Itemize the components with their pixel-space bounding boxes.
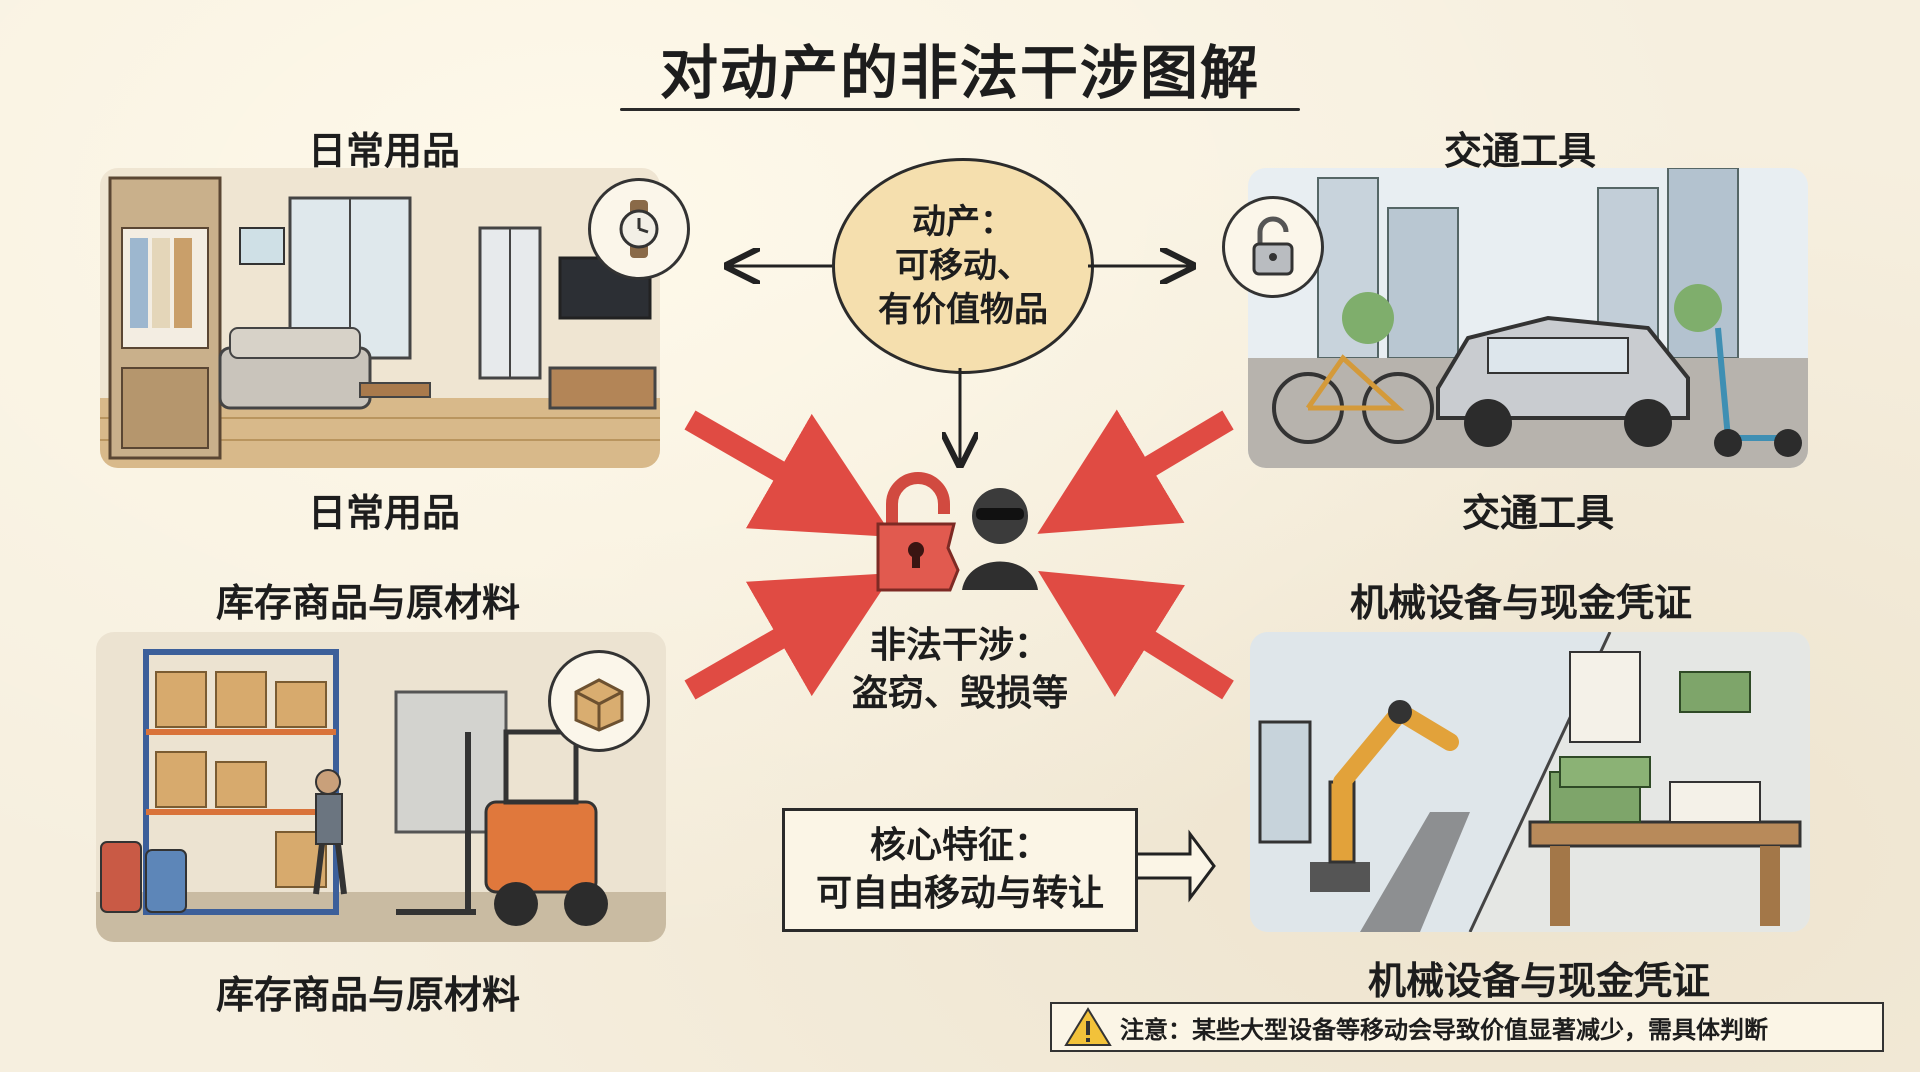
label-daily-bottom: 日常用品 xyxy=(308,491,461,535)
red-arrow-daily xyxy=(684,410,894,537)
label-daily-top: 日常用品 xyxy=(308,129,461,173)
package-bubble xyxy=(548,650,650,752)
illegal-interference-text: 非法干涉： 盗窃、毁损等 xyxy=(820,622,1100,718)
red-arrow-inventory xyxy=(684,573,894,700)
label-machinery-top: 机械设备与现金凭证 xyxy=(1350,581,1693,625)
label-inventory-top: 库存商品与原材料 xyxy=(216,581,521,625)
scene-street xyxy=(1248,168,1808,468)
warning-text: 注意：某些大型设备等移动会导致价值显著减少，需具体判断 xyxy=(1120,1015,1768,1044)
watch-icon xyxy=(619,200,659,258)
unlocked-padlock-bubble xyxy=(1222,196,1324,298)
package-box-icon xyxy=(574,678,624,732)
definition-line-3: 有价值物品 xyxy=(878,290,1048,330)
red-arrow-vehicles xyxy=(1037,409,1234,534)
label-vehicles-top: 交通工具 xyxy=(1444,129,1597,173)
broken-padlock-icon xyxy=(876,472,960,592)
scene-living-room xyxy=(100,168,660,468)
core-feature-arrow xyxy=(1134,829,1216,903)
core-feature-line-1: 核心特征： xyxy=(869,825,1050,866)
warning-note: 注意：某些大型设备等移动会导致价值显著减少，需具体判断 xyxy=(1050,1002,1884,1052)
watch-bubble xyxy=(588,178,690,280)
masked-thief-icon xyxy=(962,488,1038,590)
interference-line-2: 盗窃、毁损等 xyxy=(851,673,1068,714)
label-inventory-bottom: 库存商品与原材料 xyxy=(216,973,521,1017)
page-title: 对动产的非法干涉图解 xyxy=(659,39,1260,107)
scene-factory-office xyxy=(1250,632,1810,932)
movable-property-definition: 动产： 可移动、 有价值物品 xyxy=(832,158,1094,374)
core-feature-line-2: 可自由移动与转让 xyxy=(815,873,1104,914)
warning-triangle-icon xyxy=(1064,1007,1112,1046)
title-underline xyxy=(620,108,1300,111)
definition-line-2: 可移动、 xyxy=(895,246,1031,286)
unlocked-padlock-icon xyxy=(1252,216,1294,276)
label-vehicles-bottom: 交通工具 xyxy=(1462,491,1615,535)
red-arrow-machinery xyxy=(1038,570,1234,700)
interference-line-1: 非法干涉： xyxy=(869,625,1050,666)
core-feature-box: 核心特征： 可自由移动与转让 xyxy=(782,808,1138,932)
label-machinery-bottom: 机械设备与现金凭证 xyxy=(1368,959,1711,1003)
definition-line-1: 动产： xyxy=(912,202,1014,242)
